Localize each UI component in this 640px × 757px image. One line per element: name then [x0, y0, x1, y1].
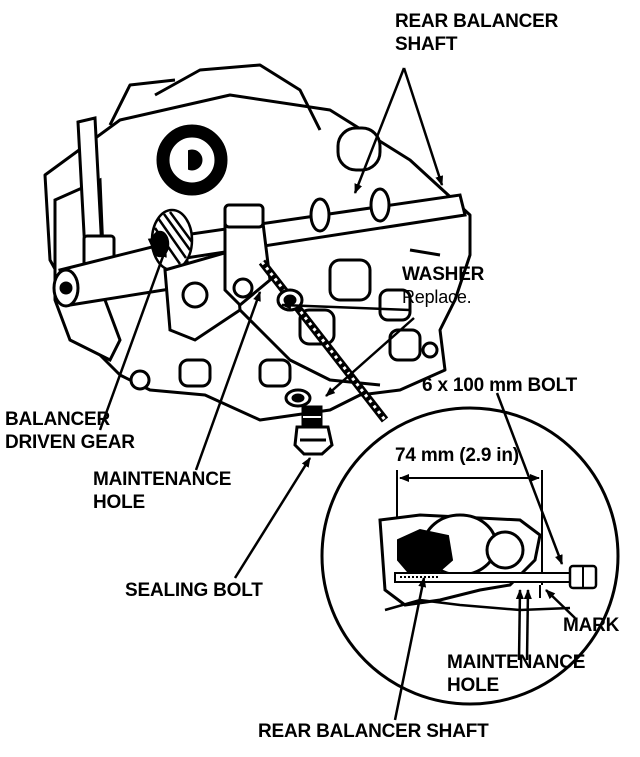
label-line: REAR BALANCER — [395, 11, 559, 32]
label-line: SEALING BOLT — [125, 580, 263, 601]
label-line: MARK — [563, 615, 620, 636]
sealing-bolt — [284, 388, 334, 456]
label-line: REAR BALANCER SHAFT — [258, 721, 489, 742]
label-maintenance-hole-left: MAINTENANCE HOLE — [93, 468, 231, 514]
label-line: HOLE — [93, 492, 145, 513]
label-dimension: 74 mm (2.9 in) — [395, 444, 519, 467]
label-balancer-driven-gear: BALANCER DRIVEN GEAR — [5, 408, 135, 454]
label-line: MAINTENANCE — [447, 652, 586, 673]
label-maintenance-hole-right: MAINTENANCE HOLE — [447, 651, 585, 697]
shaft-bracket — [223, 203, 272, 308]
label-rear-balancer-shaft-top: REAR BALANCER SHAFT — [395, 10, 558, 56]
label-mark: MARK — [563, 614, 619, 637]
balancer-driven-gear — [150, 208, 194, 272]
label-line: BALANCER — [5, 409, 111, 430]
gear-housing — [163, 248, 242, 342]
label-rear-balancer-shaft-bottom: REAR BALANCER SHAFT — [258, 720, 489, 743]
label-washer: WASHER Replace. — [402, 263, 484, 309]
label-line: MAINTENANCE — [93, 469, 232, 490]
detail-view — [320, 406, 620, 706]
label-line: HOLE — [447, 675, 499, 696]
label-line: SHAFT — [395, 34, 458, 55]
label-line: WASHER — [402, 264, 485, 285]
label-line: 6 x 100 mm BOLT — [422, 375, 578, 396]
leader-lines — [98, 67, 444, 579]
label-line: DRIVEN GEAR — [5, 432, 135, 453]
label-bolt-spec: 6 x 100 mm BOLT — [422, 374, 577, 397]
label-line: 74 mm (2.9 in) — [395, 445, 519, 466]
label-sealing-bolt: SEALING BOLT — [125, 579, 263, 602]
label-washer-note: Replace. — [402, 287, 472, 307]
timing-sprocket — [156, 124, 228, 196]
detail-leaders — [393, 392, 576, 721]
